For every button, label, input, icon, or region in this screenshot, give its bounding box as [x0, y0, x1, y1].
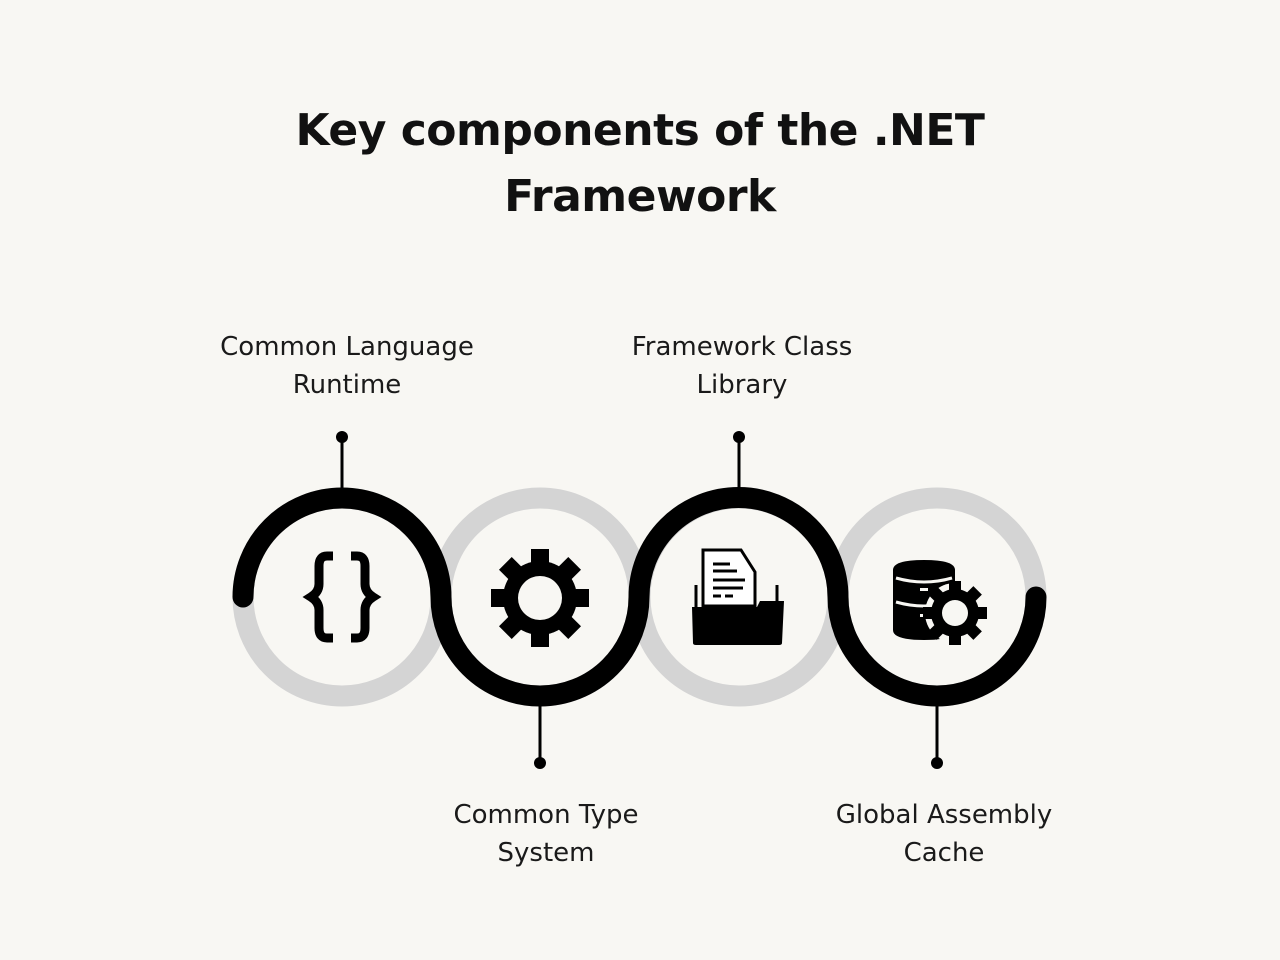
connector-dot-3 [733, 431, 745, 443]
gear-icon [491, 549, 589, 647]
curly-braces-icon [302, 551, 382, 643]
database-gear-icon [893, 560, 987, 645]
connector-dot-4 [931, 757, 943, 769]
label-framework-class-library: Framework Class Library [582, 328, 902, 404]
label-common-type-system: Common Type System [386, 796, 706, 872]
title-line-1: Key components of the .NET [295, 105, 985, 156]
label-global-assembly-cache: Global Assembly Cache [784, 796, 1104, 872]
label-line-2: Library [696, 370, 788, 400]
label-line-2: System [497, 838, 595, 868]
label-common-language-runtime: Common Language Runtime [187, 328, 507, 404]
label-line-2: Runtime [292, 370, 402, 400]
document-folder-icon [692, 548, 784, 645]
label-line-1: Global Assembly [835, 800, 1053, 830]
connectors [340, 437, 939, 763]
wave-path [232, 487, 1047, 707]
connector-dot-2 [534, 757, 546, 769]
label-line-1: Common Language [220, 332, 474, 362]
title-line-2: Framework [504, 171, 776, 222]
label-line-1: Common Type [453, 800, 639, 830]
connector-dot-1 [336, 431, 348, 443]
page-title: Key components of the .NET Framework [0, 98, 1280, 230]
label-line-2: Cache [903, 838, 985, 868]
label-line-1: Framework Class [631, 332, 853, 362]
